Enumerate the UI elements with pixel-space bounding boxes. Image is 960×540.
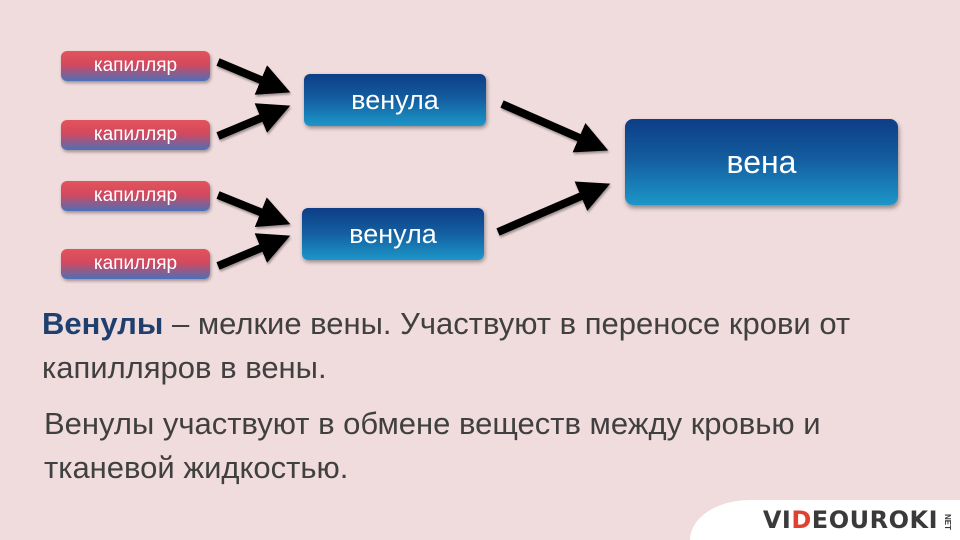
arrow-cap3-venula2 [216, 191, 291, 228]
videouroki-logo: VIDEOUROKI NET [690, 490, 960, 540]
term-venules: Венулы [42, 306, 164, 341]
capillary-box-3: капилляр [61, 181, 210, 211]
capillary-box-4: капилляр [61, 249, 210, 279]
vein-box: вена [625, 119, 898, 205]
exchange-paragraph: Венулы участвуют в обмене веществ между … [44, 406, 821, 485]
logo-text: VIDEOUROKI [762, 506, 938, 534]
arrow-cap2-venula1 [216, 103, 291, 140]
arrow-venula1-vena [500, 100, 609, 153]
arrow-venula2-vena [496, 181, 611, 236]
logo-net-suffix: NET [943, 514, 952, 530]
arrow-cap1-venula1 [216, 58, 291, 95]
logo-background [690, 500, 960, 540]
arrow-cap4-venula2 [216, 233, 291, 270]
capillary-box-2: капилляр [61, 120, 210, 150]
capillary-box-1: капилляр [61, 51, 210, 81]
definition-paragraph: Венулы – мелкие вены. Участвуют в перено… [42, 302, 922, 390]
venule-box-1: венула [304, 74, 486, 126]
venule-box-2: венула [302, 208, 484, 260]
definition-text: – мелкие вены. Участвуют в переносе кров… [42, 306, 851, 385]
